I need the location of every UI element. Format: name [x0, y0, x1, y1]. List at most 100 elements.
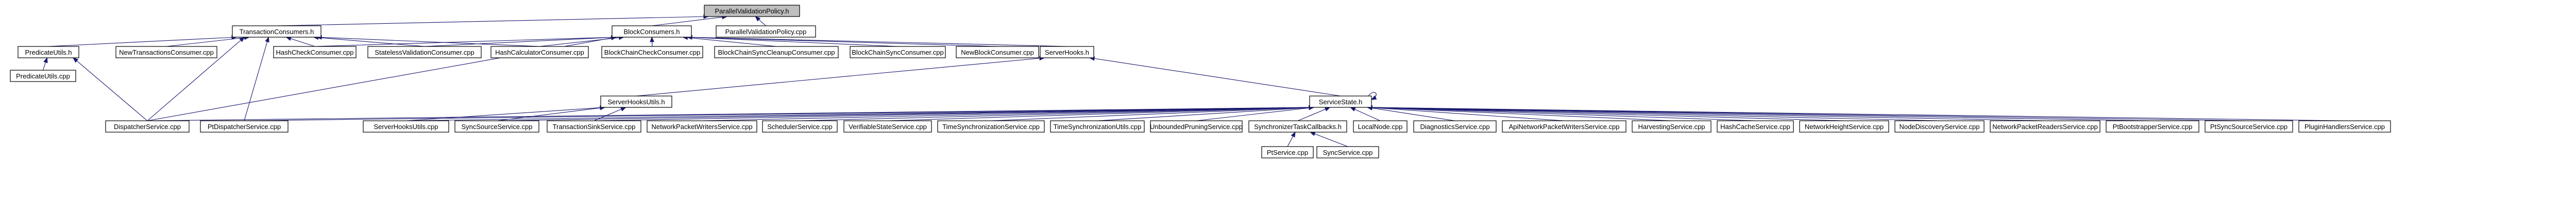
- node-label: StatelessValidationConsumer.cpp: [375, 49, 474, 56]
- node-pluginhandlersservice-cpp[interactable]: PluginHandlersService.cpp: [2298, 120, 2391, 133]
- edge-ss-to-ss: [1368, 92, 1377, 100]
- node-blockconsumers-h[interactable]: BlockConsumers.h: [612, 25, 692, 38]
- node-apinetworkpacketwritersservice-cpp[interactable]: ApiNetworkPacketWritersService.cpp: [1502, 120, 1626, 133]
- edge-arrowhead: [72, 57, 79, 63]
- node-ptdispatcherservice-cpp[interactable]: PtDispatcherService.cpp: [200, 120, 289, 133]
- edge-pts-to-stc: [1287, 131, 1296, 147]
- edge-line: [316, 37, 540, 47]
- node-label: HashCacheService.cpp: [1720, 123, 1790, 131]
- node-ptsyncsourceservice-cpp[interactable]: PtSyncSourceService.cpp: [2205, 120, 2293, 133]
- node-label: TransactionConsumers.h: [240, 28, 314, 36]
- node-label: BlockChainCheckConsumer.cpp: [604, 49, 700, 56]
- edge-line: [887, 107, 1314, 121]
- node-label: PtSyncSourceService.cpp: [2210, 123, 2287, 131]
- node-predicateutils-cpp[interactable]: PredicateUtils.cpp: [10, 70, 76, 82]
- node-ptservice-cpp[interactable]: PtService.cpp: [1261, 146, 1314, 158]
- node-box: [601, 46, 703, 58]
- node-timesynchronizationutils-cpp[interactable]: TimeSynchronizationUtils.cpp: [1050, 120, 1145, 133]
- edge-pu-to-tc: [48, 35, 238, 47]
- edge-hcalc-to-tc: [316, 35, 540, 47]
- node-label: ApiNetworkPacketWritersService.cpp: [1509, 123, 1619, 131]
- edge-ds-to-tc: [147, 37, 245, 121]
- node-label: ServerHooksUtils.cpp: [374, 123, 438, 131]
- edge-line: [594, 107, 1314, 121]
- edge-line: [1089, 57, 1341, 97]
- edge-line: [687, 37, 1067, 47]
- node-box: [10, 70, 76, 82]
- node-unboundedpruningservice-cpp[interactable]: UnboundedPruningService.cpp: [1150, 120, 1243, 133]
- node-servicestate-h[interactable]: ServiceState.h: [1309, 95, 1372, 108]
- node-transactionconsumers-h[interactable]: TransactionConsumers.h: [232, 25, 321, 38]
- node-syncsourceservice-cpp[interactable]: SyncSourceService.cpp: [454, 120, 539, 133]
- node-serverhooksutils-h[interactable]: ServerHooksUtils.h: [600, 95, 672, 108]
- edge-line: [497, 107, 1314, 121]
- node-box: [1150, 120, 1243, 133]
- node-predicateutils-h[interactable]: PredicateUtils.h: [18, 46, 79, 58]
- edge-arrowhead: [1309, 132, 1316, 136]
- node-blockchaincheckconsumer-cpp[interactable]: BlockChainCheckConsumer.cpp: [601, 46, 703, 58]
- node-networkheightservice-cpp[interactable]: NetworkHeightService.cpp: [1799, 120, 1889, 133]
- edge-line: [1367, 107, 1844, 121]
- node-box: [1717, 120, 1794, 133]
- edge-line: [1297, 107, 1330, 121]
- edge-line: [683, 37, 777, 47]
- node-box: [1353, 120, 1408, 133]
- edge-line: [1367, 107, 1756, 121]
- edge-line: [1310, 132, 1348, 147]
- node-nodediscoveryservice-cpp[interactable]: NodeDiscoveryService.cpp: [1894, 120, 1985, 133]
- node-label: ServiceState.h: [1319, 98, 1363, 106]
- node-box: [1413, 120, 1497, 133]
- edge-line: [1367, 107, 2345, 121]
- edge-line: [424, 37, 617, 47]
- edge-arrowhead: [1324, 107, 1331, 111]
- edge-shu-to-shk: [636, 56, 1045, 97]
- node-harvestingservice-cpp[interactable]: HarvestingService.cpp: [1632, 120, 1711, 133]
- node-label: HashCheckConsumer.cpp: [276, 49, 353, 56]
- node-box: [1309, 95, 1372, 108]
- node-verifiablestateservice-cpp[interactable]: VerifiableStateService.cpp: [843, 120, 932, 133]
- node-newtransactionsconsumer-cpp[interactable]: NewTransactionsConsumer.cpp: [115, 46, 217, 58]
- node-networkpacketreadersservice-cpp[interactable]: NetworkPacketReadersService.cpp: [1990, 120, 2100, 133]
- node-label: PluginHandlersService.cpp: [2304, 123, 2385, 131]
- node-syncservice-cpp[interactable]: SyncService.cpp: [1316, 146, 1379, 158]
- node-box: [105, 120, 190, 133]
- edge-line: [1367, 107, 1672, 121]
- node-diagnosticsservice-cpp[interactable]: DiagnosticsService.cpp: [1413, 120, 1497, 133]
- node-statelessvalidationconsumer-cpp[interactable]: StatelessValidationConsumer.cpp: [367, 46, 482, 58]
- node-hashcheckconsumer-cpp[interactable]: HashCheckConsumer.cpp: [273, 46, 357, 58]
- node-transactionsinkservice-cpp[interactable]: TransactionSinkService.cpp: [547, 120, 641, 133]
- edge-line: [636, 57, 1045, 97]
- node-dispatcherservice-cpp[interactable]: DispatcherService.cpp: [105, 120, 190, 133]
- node-timesynchronizationservice-cpp[interactable]: TimeSynchronizationService.cpp: [937, 120, 1045, 133]
- edge-line: [244, 37, 269, 121]
- node-serverhooks-h[interactable]: ServerHooks.h: [1040, 46, 1094, 58]
- node-label: TransactionSinkService.cpp: [553, 123, 636, 131]
- node-label: SyncSourceService.cpp: [461, 123, 532, 131]
- node-box: [490, 46, 589, 58]
- edge-line: [991, 107, 1314, 121]
- node-schedulerservice-cpp[interactable]: SchedulerService.cpp: [762, 120, 838, 133]
- node-ptbootstrapperservice-cpp[interactable]: PtBootstrapperService.cpp: [2106, 120, 2199, 133]
- node-newblockconsumer-cpp[interactable]: NewBlockConsumer.cpp: [956, 46, 1039, 58]
- edge-line: [1367, 107, 1455, 121]
- node-box: [273, 46, 357, 58]
- node-hashcalculatorconsumer-cpp[interactable]: HashCalculatorConsumer.cpp: [490, 46, 589, 58]
- edge-line: [48, 37, 237, 47]
- node-blockchainsyncconsumer-cpp[interactable]: BlockChainSyncConsumer.cpp: [850, 46, 946, 58]
- edge-ptd-to-tc: [244, 36, 269, 121]
- node-box: [762, 120, 838, 133]
- node-label: HashCalculatorConsumer.cpp: [495, 49, 584, 56]
- node-serverhooksutils-cpp[interactable]: ServerHooksUtils.cpp: [363, 120, 449, 133]
- node-synchronizertaskcallbacks-h[interactable]: SynchronizerTaskCallbacks.h: [1248, 120, 1347, 133]
- edge-ss-to-shk: [1089, 56, 1341, 97]
- node-localnode-cpp[interactable]: LocalNode.cpp: [1353, 120, 1408, 133]
- node-box: [714, 46, 839, 58]
- edge-line: [1350, 107, 1381, 121]
- node-networkpacketwritersservice-cpp[interactable]: NetworkPacketWritersService.cpp: [647, 120, 757, 133]
- node-parallelvalidationpolicy-cpp[interactable]: ParallelValidationPolicy.cpp: [716, 25, 816, 38]
- node-box: [1261, 146, 1314, 158]
- edge-arrowhead: [43, 57, 48, 63]
- node-blockchainsynccleanupconsumer-cpp[interactable]: BlockChainSyncCleanupConsumer.cpp: [714, 46, 839, 58]
- node-hashcacheservice-cpp[interactable]: HashCacheService.cpp: [1717, 120, 1794, 133]
- edge-line: [1097, 107, 1314, 121]
